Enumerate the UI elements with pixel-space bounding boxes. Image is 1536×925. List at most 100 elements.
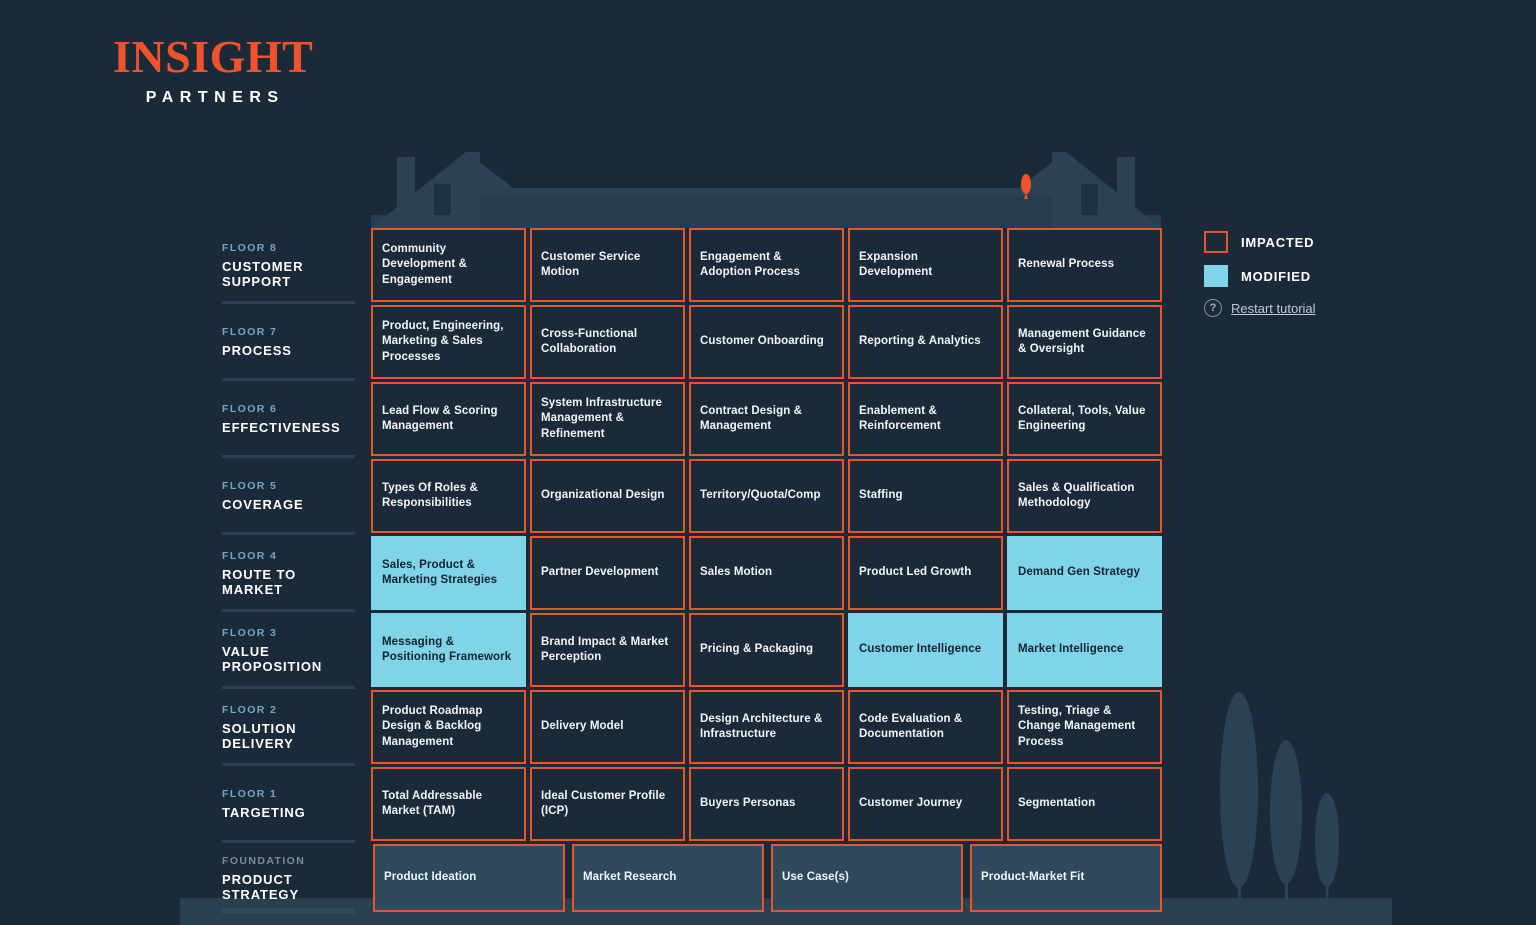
restart-tutorial-row[interactable]: ? Restart tutorial (1204, 299, 1424, 317)
roof-window-right (1081, 184, 1098, 215)
capability-card[interactable]: Collateral, Tools, Value Engineering (1007, 382, 1162, 456)
capability-card[interactable]: Lead Flow & Scoring Management (371, 382, 526, 456)
capability-card[interactable]: Sales Motion (689, 536, 844, 610)
capability-card[interactable]: Buyers Personas (689, 767, 844, 841)
capability-card-label: Collateral, Tools, Value Engineering (1018, 404, 1146, 432)
capability-card[interactable]: Design Architecture & Infrastructure (689, 690, 844, 764)
capability-card[interactable]: Demand Gen Strategy (1007, 536, 1162, 610)
capability-card[interactable]: Use Case(s) (771, 844, 963, 912)
card-group: Messaging & Positioning Framework Brand I… (371, 613, 1162, 687)
capability-card-label: Contract Design & Management (700, 404, 803, 432)
floor-name: PRODUCT STRATEGY (222, 871, 300, 902)
capability-card[interactable]: Brand Impact & Market Perception (530, 613, 685, 687)
tree-group (1220, 692, 1339, 900)
capability-card-label: Staffing (859, 489, 903, 502)
capability-card-label: Pricing & Packaging (700, 643, 814, 656)
insight-partners-logo: INSIGHT PARTNERS (113, 34, 313, 107)
capability-card-label: Demand Gen Strategy (1018, 566, 1141, 579)
capability-card[interactable]: Contract Design & Management (689, 382, 844, 456)
capability-card[interactable]: Customer Journey (848, 767, 1003, 841)
floor-name: CUSTOMER SUPPORT (222, 258, 304, 289)
floor-divider (222, 609, 355, 612)
legend-item-impacted: IMPACTED (1204, 231, 1424, 253)
capability-card-label: Customer Onboarding (700, 335, 824, 348)
capability-card-label: Brand Impact & Market Perception (541, 635, 669, 663)
capability-card[interactable]: Pricing & Packaging (689, 613, 844, 687)
roof-window-left (434, 184, 451, 215)
capability-card[interactable]: Types Of Roles & Responsibilities (371, 459, 526, 533)
capability-card[interactable]: Code Evaluation & Documentation (848, 690, 1003, 764)
legend-panel: IMPACTED MODIFIED ? Restart tutorial (1204, 231, 1424, 317)
capability-card-label: Code Evaluation & Documentation (859, 712, 963, 740)
restart-tutorial-link[interactable]: Restart tutorial (1231, 300, 1316, 316)
capability-card[interactable]: Market Research (572, 844, 764, 912)
tree-medium (1270, 740, 1302, 884)
card-group: Product Ideation Market Research Use Case(… (371, 844, 1162, 912)
capability-card[interactable]: Customer Service Motion (530, 228, 685, 302)
floor-name: EFFECTIVENESS (222, 420, 341, 435)
capability-card[interactable]: Engagement & Adoption Process (689, 228, 844, 302)
floor-number: FOUNDATION (222, 854, 306, 867)
capability-card[interactable]: Delivery Model (530, 690, 685, 764)
floor-label: FOUNDATION PRODUCT STRATEGY (222, 844, 371, 914)
capability-card[interactable]: Segmentation (1007, 767, 1162, 841)
capability-card-label: Territory/Quota/Comp (700, 489, 821, 502)
capability-card[interactable]: Product, Engineering, Marketing & Sales … (371, 305, 526, 379)
legend-item-modified: MODIFIED (1204, 265, 1424, 287)
capability-card[interactable]: Product-Market Fit (970, 844, 1162, 912)
floor-number: FLOOR 3 (222, 626, 278, 639)
capability-card[interactable]: Enablement & Reinforcement (848, 382, 1003, 456)
capability-card[interactable]: Product Ideation (373, 844, 565, 912)
capability-card-label: Lead Flow & Scoring Management (382, 404, 498, 432)
capability-card[interactable]: Total Addressable Market (TAM) (371, 767, 526, 841)
capability-card[interactable]: System Infrastructure Management & Refin… (530, 382, 685, 456)
capability-card-label: Sales Motion (700, 566, 773, 579)
capability-card[interactable]: Partner Development (530, 536, 685, 610)
capability-card[interactable]: Expansion Development (848, 228, 1003, 302)
capability-card[interactable]: Sales, Product & Marketing Strategies (371, 536, 526, 610)
floor-name: TARGETING (222, 805, 306, 820)
capability-card-label: Segmentation (1018, 797, 1096, 810)
capability-card[interactable]: Product Led Growth (848, 536, 1003, 610)
impacted-swatch-icon (1204, 231, 1228, 253)
foundation-row: FOUNDATION PRODUCT STRATEGY Product Ideati… (222, 844, 1162, 914)
capability-card[interactable]: Sales & Qualification Methodology (1007, 459, 1162, 533)
floor-name: PROCESS (222, 343, 292, 358)
capability-card[interactable]: Ideal Customer Profile (ICP) (530, 767, 685, 841)
capability-card[interactable]: Customer Intelligence (848, 613, 1003, 687)
capability-card[interactable]: Community Development & Engagement (371, 228, 526, 302)
capability-card[interactable]: Management Guidance & Oversight (1007, 305, 1162, 379)
chimney-left (397, 157, 415, 217)
capability-card[interactable]: Cross-Functional Collaboration (530, 305, 685, 379)
capability-card-label: Market Research (583, 871, 677, 884)
capability-card-label: Testing, Triage & Change Management Proc… (1018, 705, 1136, 748)
capability-card[interactable]: Testing, Triage & Change Management Proc… (1007, 690, 1162, 764)
floor-number: FLOOR 5 (222, 480, 278, 492)
capability-card[interactable]: Staffing (848, 459, 1003, 533)
card-group: Product Roadmap Design & Backlog Managem… (371, 690, 1162, 764)
capability-card[interactable]: Renewal Process (1007, 228, 1162, 302)
floor-divider (222, 908, 355, 914)
question-icon[interactable]: ? (1204, 299, 1222, 317)
capability-card[interactable]: Market Intelligence (1007, 613, 1162, 687)
roof-silhouette (371, 152, 1161, 228)
capability-card[interactable]: Customer Onboarding (689, 305, 844, 379)
capability-card[interactable]: Territory/Quota/Comp (689, 459, 844, 533)
capability-card-label: Expansion Development (859, 250, 933, 278)
capability-card-label: Community Development & Engagement (382, 243, 468, 286)
capability-card[interactable]: Organizational Design (530, 459, 685, 533)
capability-card[interactable]: Messaging & Positioning Framework (371, 613, 526, 687)
capability-card[interactable]: Reporting & Analytics (848, 305, 1003, 379)
capability-card-label: Product, Engineering, Marketing & Sales … (382, 320, 504, 363)
capability-card[interactable]: Product Roadmap Design & Backlog Managem… (371, 690, 526, 764)
